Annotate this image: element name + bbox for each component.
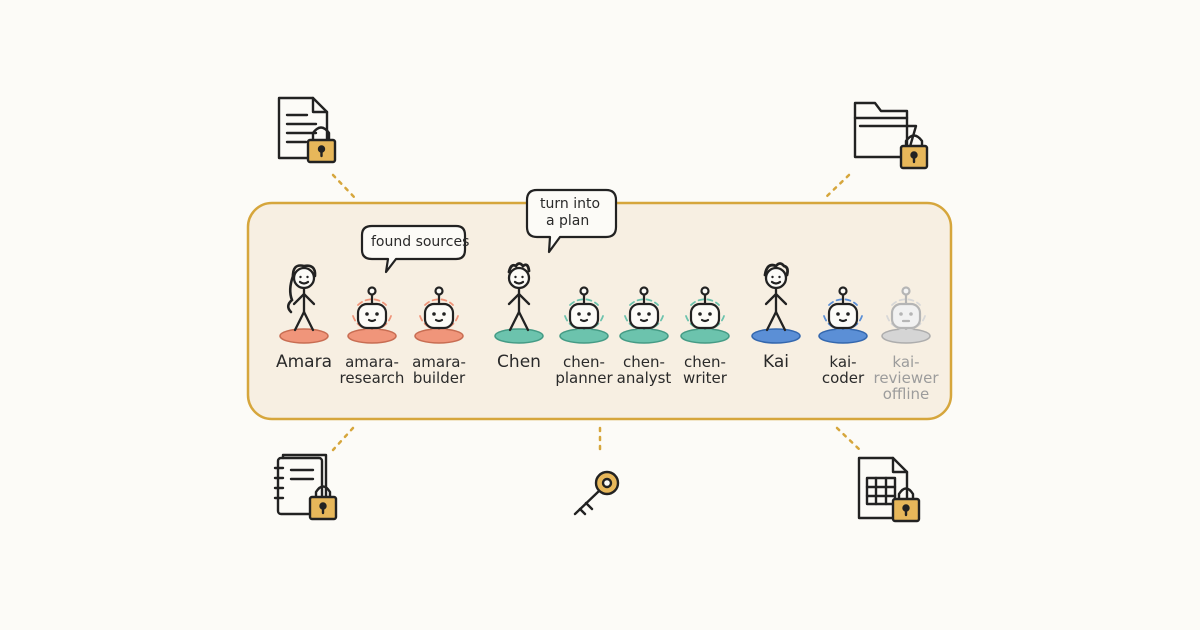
amara-builder-base <box>414 328 464 344</box>
label-chen-writer: chen-writer <box>683 353 727 387</box>
chen-writer-base <box>680 328 730 344</box>
kai-reviewer-robot-icon <box>886 286 926 331</box>
folder-lock-icon <box>853 101 929 170</box>
label-kai: Kai <box>763 352 789 372</box>
label-chen: Chen <box>497 352 541 372</box>
speech-bubble-chen <box>525 188 618 254</box>
chen-planner-base <box>559 328 609 344</box>
label-chen-planner: chen-planner <box>555 353 613 387</box>
bubble-text-a-plan: a plan <box>546 213 590 229</box>
connector-notebook <box>331 426 355 452</box>
label-amara-research: amara-research <box>339 353 405 387</box>
chen-person-icon <box>507 262 531 332</box>
amara-base <box>279 328 329 344</box>
chen-writer-robot-icon <box>685 286 725 331</box>
speech-bubble-research <box>360 224 467 274</box>
amara-builder-robot-icon <box>419 286 459 331</box>
label-chen-analyst: chen-analyst <box>616 353 672 387</box>
kai-person-icon <box>763 262 789 332</box>
document-lock-icon <box>277 96 337 164</box>
amara-person-icon <box>286 264 317 332</box>
bubble-text-turn-into: turn into <box>540 196 601 212</box>
figures <box>279 262 931 344</box>
connector-folder <box>823 173 851 200</box>
connector-spreadsheet <box>835 426 862 452</box>
chen-base <box>494 328 544 344</box>
amara-research-robot-icon <box>352 286 392 331</box>
kai-reviewer-base <box>881 328 931 344</box>
label-amara: Amara <box>275 352 333 372</box>
amara-research-base <box>347 328 397 344</box>
kai-coder-robot-icon <box>823 286 863 331</box>
label-amara-builder: amara-builder <box>412 353 466 387</box>
notebook-lock-icon <box>273 453 338 521</box>
spreadsheet-lock-icon <box>857 456 921 523</box>
connector-document <box>331 173 357 200</box>
bubble-text-found-sources: found sources <box>371 234 470 250</box>
kai-coder-base <box>818 328 868 344</box>
connectors <box>331 173 862 457</box>
chen-analyst-base <box>619 328 669 344</box>
chen-planner-robot-icon <box>564 286 604 331</box>
label-kai-coder: kai-coder <box>821 353 865 387</box>
key-icon <box>573 470 620 516</box>
chen-analyst-robot-icon <box>624 286 664 331</box>
kai-base <box>751 328 801 344</box>
